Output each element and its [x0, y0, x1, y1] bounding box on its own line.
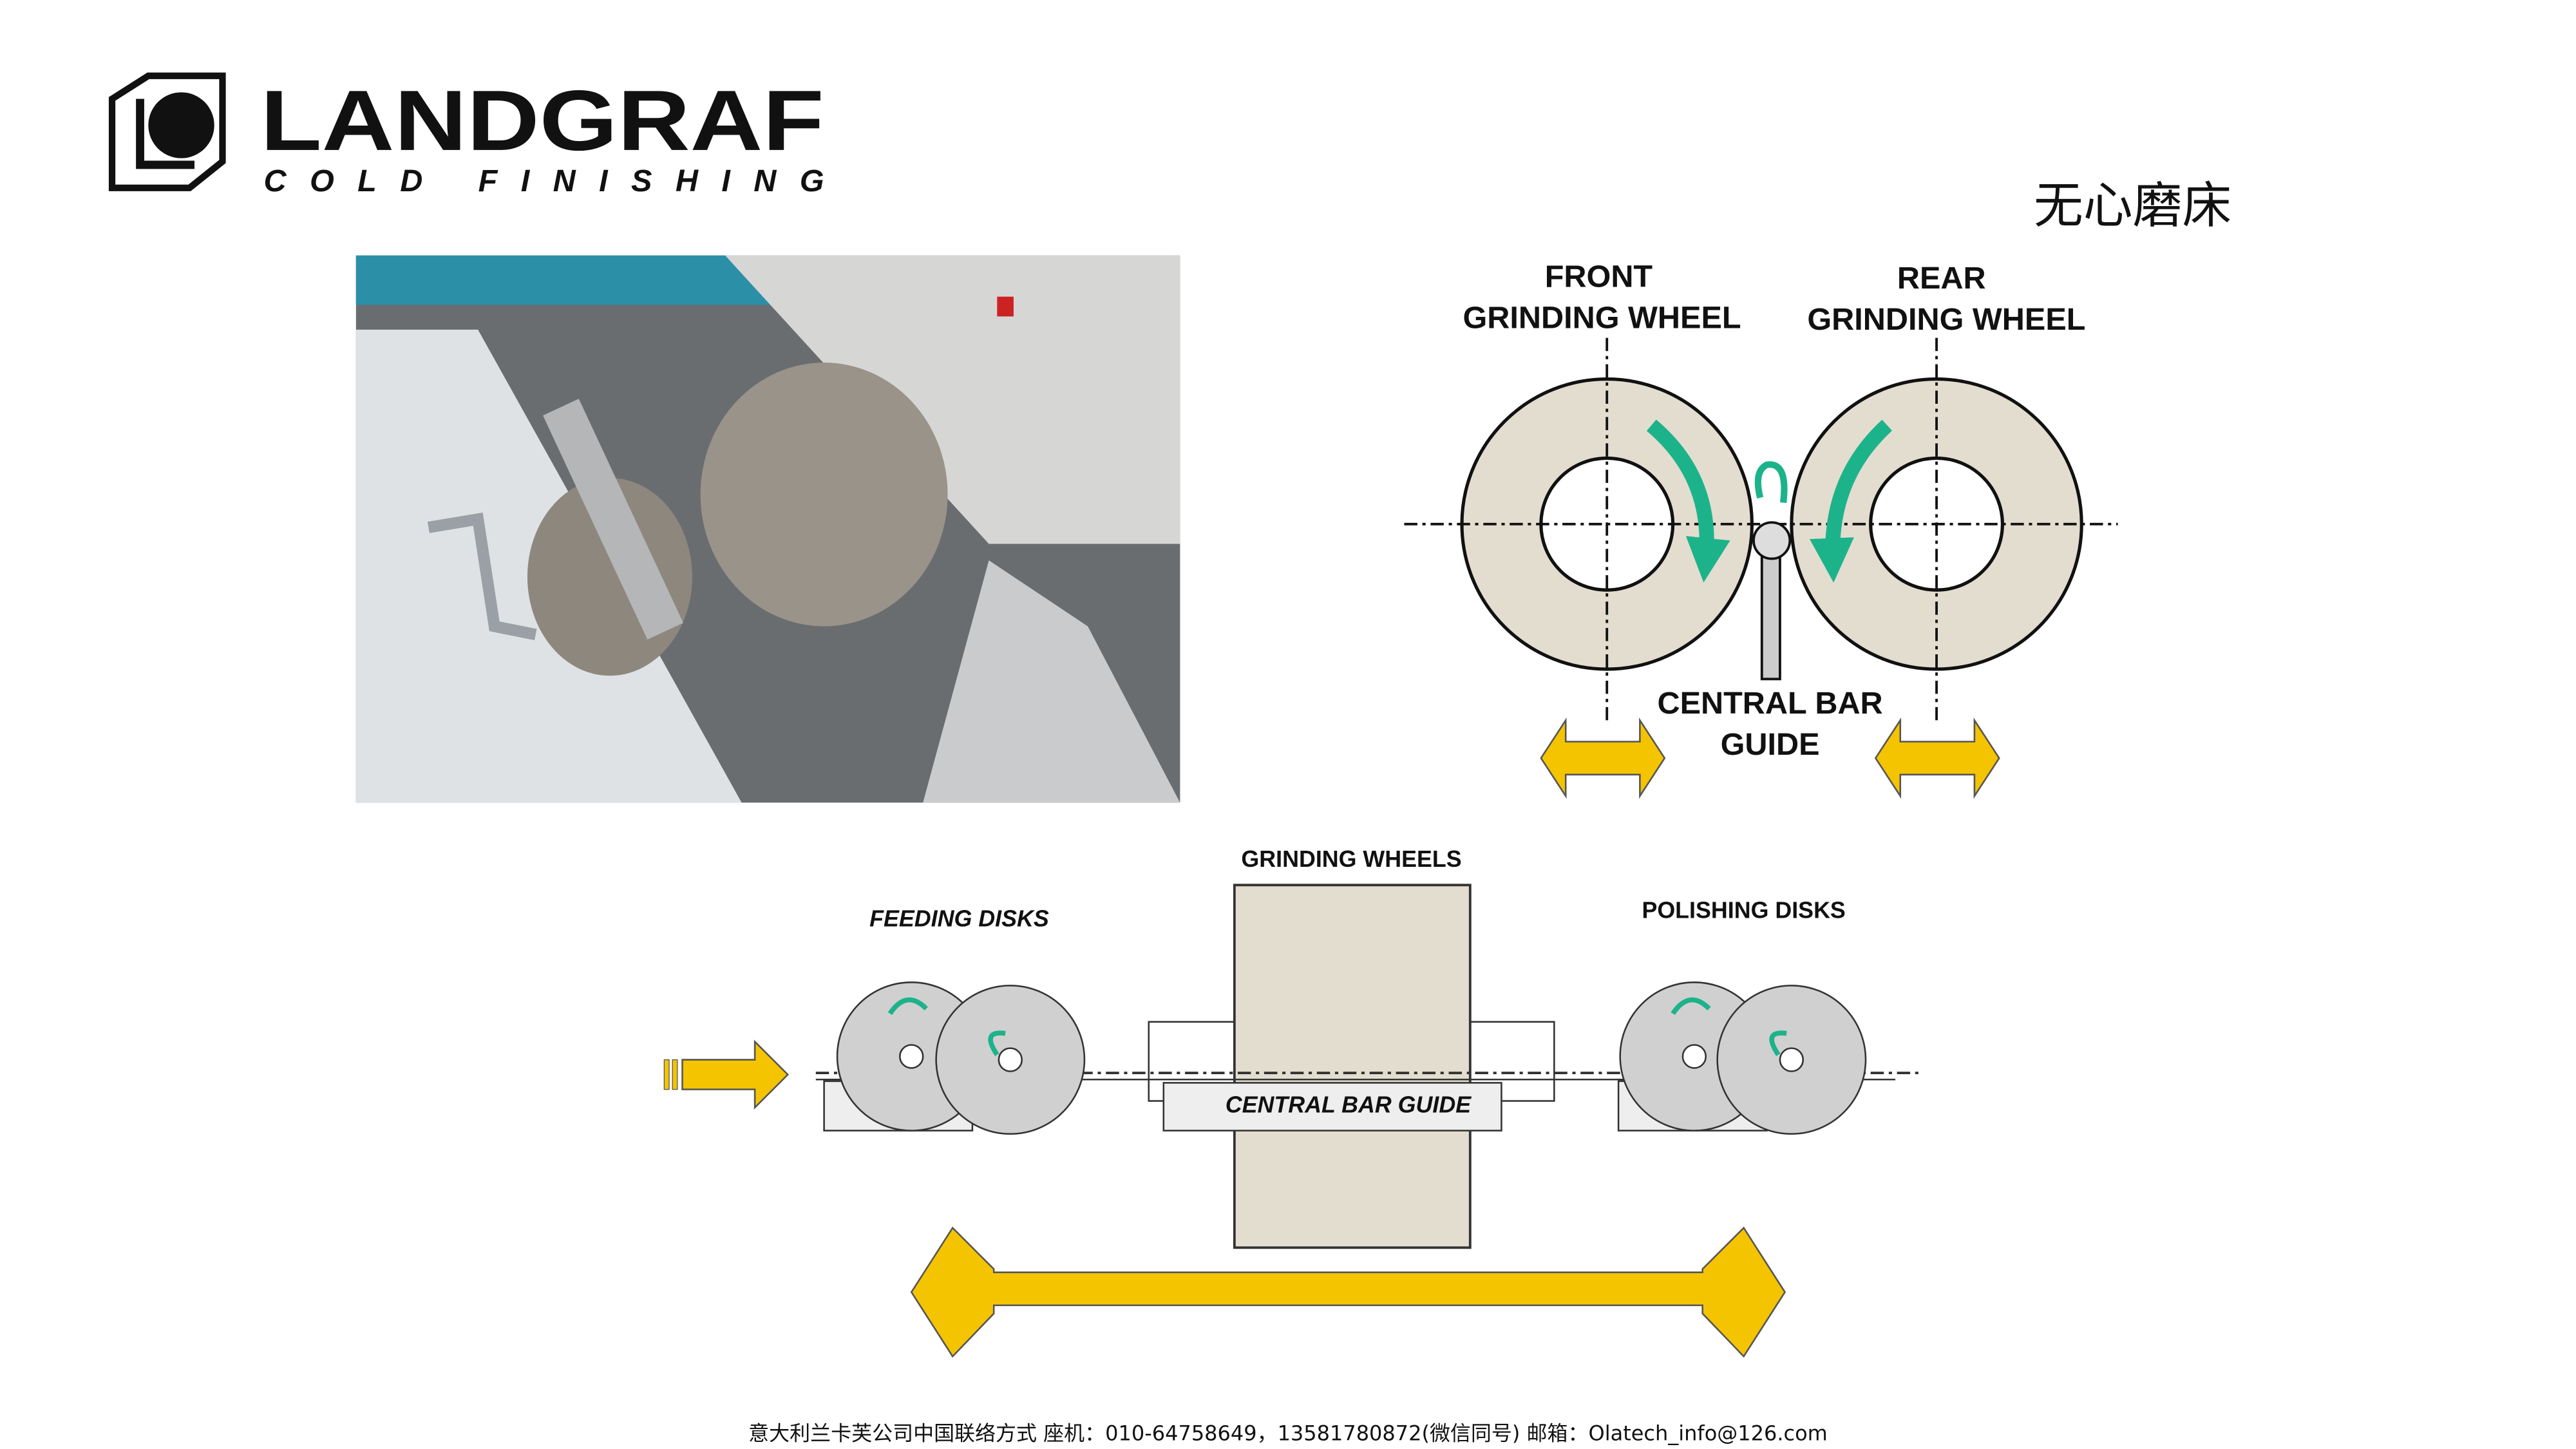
center-lines [1404, 337, 2118, 726]
rear-label-1: REAR [1897, 261, 1986, 296]
bottom-line-diagram: GRINDING WHEELS FEEDING DISKS POLISHING … [663, 846, 1920, 1358]
guide-label-2: GUIDE [1721, 727, 1820, 762]
bar-guide-blade [1760, 552, 1781, 681]
rear-label-2: GRINDING WHEEL [1807, 302, 2085, 337]
top-wheels-diagram: FRONT GRINDING WHEEL REAR GRINDING WHEEL… [1404, 259, 2118, 799]
contact-footer: 意大利兰卡芙公司中国联络方式 座机：010-64758649，135817808… [748, 1421, 1828, 1446]
rotation-arrow-icon [1646, 419, 1730, 583]
logo-tagline: COLD FINISHING [263, 164, 824, 198]
feed-arrow-icon [663, 1039, 790, 1110]
bar-rotation-icon [1754, 461, 1788, 504]
rotation-arrow-icon [1809, 419, 1893, 583]
double-arrow-icon [1874, 717, 2000, 799]
workpiece-bar [1752, 521, 1792, 560]
grinding-wheels-block [1233, 884, 1472, 1249]
front-label-1: FRONT [1545, 259, 1653, 294]
rotation-arrow-icon [1671, 997, 1711, 1016]
logo-brand: LANDGRAF [260, 73, 824, 169]
rotation-arrow-icon [887, 997, 928, 1016]
central-bar-guide-label: CENTRAL BAR GUIDE [1226, 1092, 1472, 1117]
landgraf-logo: LANDGRAF COLD FINISHING [108, 72, 824, 198]
rotation-arrow-icon [1769, 1030, 1787, 1057]
grinding-wheels-label: GRINDING WHEELS [1241, 846, 1461, 872]
feeding-disks [823, 981, 1086, 1135]
polishing-disks [1617, 981, 1867, 1135]
double-arrow-icon [1540, 717, 1666, 799]
central-bar-guide-box [1162, 1082, 1502, 1132]
machine-photo [355, 255, 1180, 803]
polishing-disks-label: POLISHING DISKS [1642, 897, 1845, 923]
travel-double-arrow-icon [910, 1226, 1786, 1358]
guide-label-1: CENTRAL BAR [1657, 686, 1882, 721]
rotation-arrow-icon [988, 1030, 1006, 1057]
feeding-disks-label: FEEDING DISKS [869, 905, 1049, 931]
front-label-2: GRINDING WHEEL [1463, 300, 1741, 335]
slide-title: 无心磨床 [2034, 178, 2232, 236]
